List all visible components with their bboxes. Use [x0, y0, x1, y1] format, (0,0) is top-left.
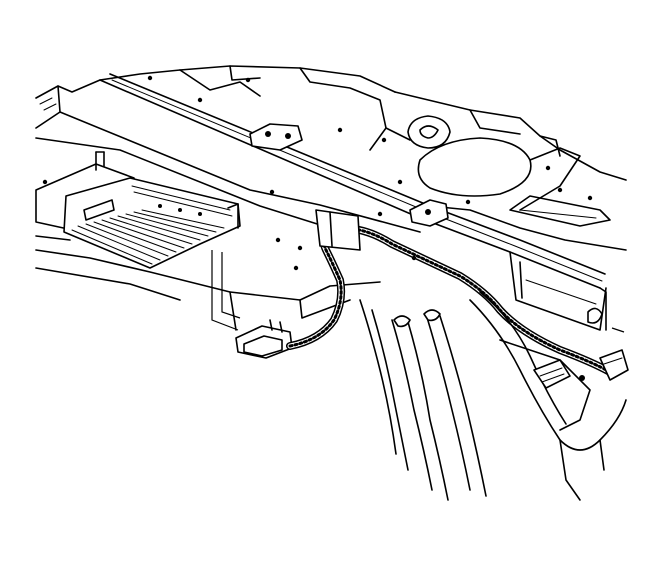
mounting-bracket [249, 123, 449, 227]
amplifier-wiring-harness [286, 209, 629, 381]
rear-body-floor-panel [35, 65, 627, 331]
audio-amplifier-module [35, 151, 241, 269]
harness-connector [211, 250, 293, 359]
fuel-filler-opening [407, 115, 611, 227]
wheelhouse-panel [359, 291, 627, 501]
fastener-holes [42, 75, 593, 271]
heat-sink-fins [71, 185, 233, 265]
